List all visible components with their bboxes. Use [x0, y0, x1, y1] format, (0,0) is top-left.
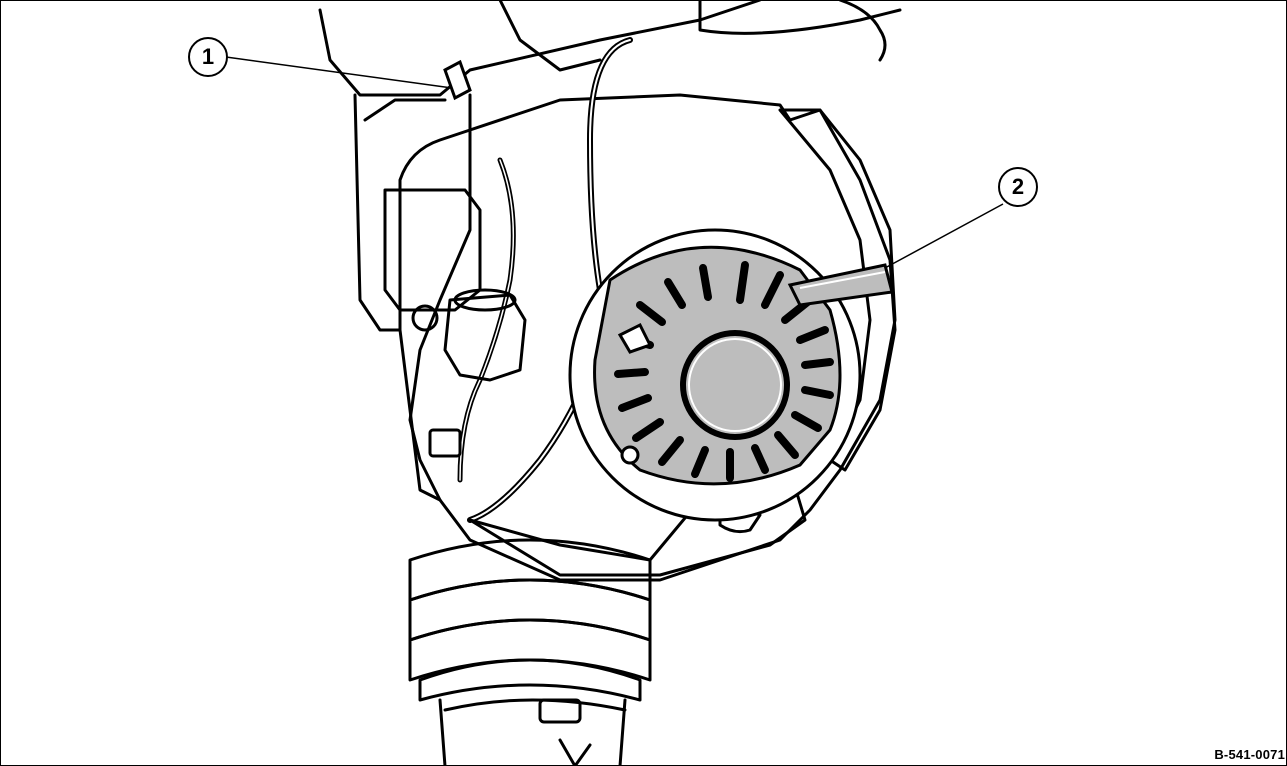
starter-handle [787, 263, 894, 307]
leader-line-2 [884, 203, 1004, 269]
recoil-starter [568, 228, 862, 522]
left-housing [353, 93, 472, 332]
figure-id-label: B-541-0071 [1214, 747, 1285, 762]
carburetor [443, 293, 527, 382]
right-shroud [778, 108, 897, 472]
callout-1: 1 [188, 37, 228, 77]
callout-2: 2 [998, 167, 1038, 207]
callout-2-number: 2 [1011, 174, 1025, 199]
callout-1-number: 1 [201, 44, 215, 69]
leader-line-1 [225, 56, 453, 89]
top-bar [698, 0, 902, 35]
bellows [408, 538, 652, 702]
engine-body [408, 93, 897, 582]
